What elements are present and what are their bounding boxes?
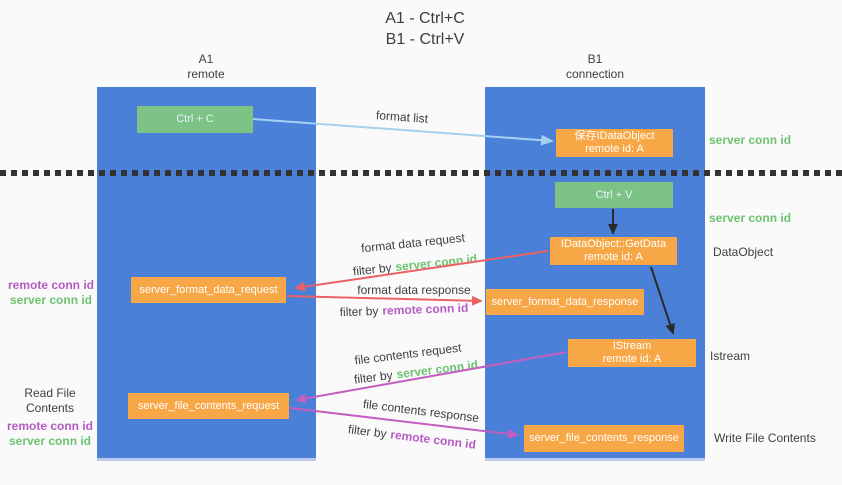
server-file-contents-response-box: server_file_contents_response [524,425,684,452]
copy-paste-separator-line [0,170,842,176]
format-data-response-label: format data response [357,283,471,297]
left-conn-id-block-bottom: Read File Contents remote conn id server… [0,386,100,449]
dataobject-label: DataObject [713,245,774,259]
lane-b1-name: B1 [587,52,603,66]
remote-conn-id-label-left-2: remote conn id [6,419,93,433]
server-format-data-request-box: server_format_data_request [131,277,286,303]
title-line-2: B1 - Ctrl+V [385,31,465,48]
server-format-data-response-box: server_format_data_response [486,289,644,315]
ctrl-v-box: Ctrl + V [555,182,673,208]
format-list-label: format list [375,108,429,126]
write-file-contents-label: Write File Contents [714,431,816,445]
idataobject-getdata-line2: remote id: A [584,251,643,263]
filter-by-remote-conn-id-label-1: filter by remote conn id [339,300,469,320]
filter-by-server-conn-id-label-1: filter by server conn id [352,251,478,279]
server-conn-id-label-top-right: server conn id [709,133,792,147]
save-idataobject-line2: remote id: A [585,143,644,155]
server-conn-id-label-mid-right: server conn id [709,211,792,225]
istream-box: IStream remote id: A [568,339,696,367]
server-conn-id-label-left-2: server conn id [8,434,92,448]
read-file-contents-label: Read File Contents [24,386,76,415]
remote-conn-id-label-left-1: remote conn id [7,278,94,292]
lane-header-b1: B1 connection [566,52,624,82]
format-data-request-label: format data request [360,230,466,256]
lane-header-a1: A1 remote [187,52,224,82]
lane-a1-role: remote [187,67,225,81]
istream-line1: IStream [612,340,652,352]
lane-b1-role: connection [565,67,625,81]
server-conn-id-label-left-1: server conn id [9,293,93,307]
save-idataobject-line1: 保存IDataObject [574,130,655,142]
diagram-title: A1 - Ctrl+C B1 - Ctrl+V [385,8,465,50]
left-conn-id-block-top: remote conn id server conn id [4,278,98,308]
file-contents-response-label: file contents response [362,396,480,426]
lane-a1-name: A1 [198,52,214,66]
save-idataobject-box: 保存IDataObject remote id: A [556,129,673,157]
istream-line2: remote id: A [602,353,662,365]
server-file-contents-request-box: server_file_contents_request [128,393,289,419]
istream-side-label: Istream [710,349,751,363]
ctrl-c-box: Ctrl + C [137,106,253,133]
idataobject-getdata-line1: IDataObject::GetData [560,238,667,250]
idataobject-getdata-box: IDataObject::GetData remote id: A [550,237,677,265]
filter-by-remote-conn-id-label-2: filter by remote conn id [347,422,477,452]
title-line-1: A1 - Ctrl+C [385,10,465,27]
